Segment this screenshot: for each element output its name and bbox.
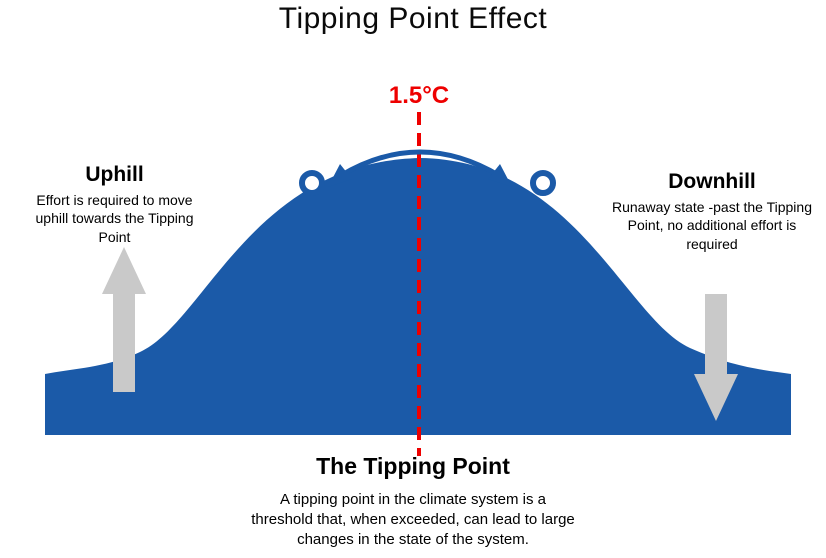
down-arrow-icon: [694, 294, 738, 421]
downhill-block: Downhill Runaway state -past the Tipping…: [598, 170, 826, 253]
uphill-block: Uphill Effort is required to move uphill…: [22, 163, 207, 246]
page-title: Tipping Point Effect: [278, 2, 548, 35]
left-ball-icon: [299, 170, 325, 196]
balance-arrow-right-head-icon: [488, 164, 512, 187]
tipping-point-block: The Tipping Point A tipping point in the…: [0, 453, 826, 550]
balance-arrow-icon: [337, 149, 503, 179]
threshold-temperature-label: 1.5°C: [388, 82, 450, 109]
downhill-description: Runaway state -past the Tipping Point, n…: [611, 199, 812, 252]
tipping-point-heading: The Tipping Point: [316, 453, 510, 479]
hill-shape: [45, 158, 791, 435]
downhill-heading: Downhill: [668, 170, 756, 193]
uphill-heading: Uphill: [85, 163, 144, 186]
tipping-point-description: A tipping point in the climate system is…: [251, 491, 575, 549]
uphill-description: Effort is required to move uphill toward…: [35, 192, 194, 245]
right-ball-icon: [530, 170, 556, 196]
up-arrow-icon: [102, 247, 146, 392]
balance-arrow-left-head-icon: [328, 164, 352, 187]
